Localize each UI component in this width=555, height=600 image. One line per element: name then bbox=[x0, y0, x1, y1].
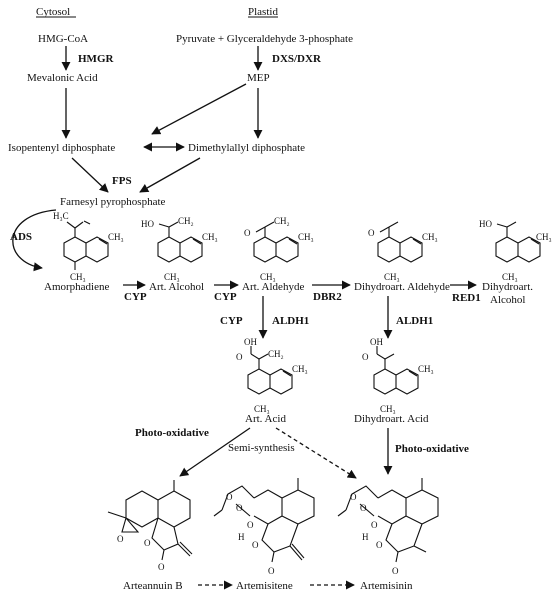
cyp-enzyme-3: CYP bbox=[220, 315, 243, 327]
art-aldehyde-structure: O CH₂ CH₃ CH₃ bbox=[244, 216, 314, 282]
svg-text:O: O bbox=[158, 562, 165, 572]
svg-text:CH₃: CH₃ bbox=[292, 364, 308, 374]
svg-text:H₃C: H₃C bbox=[53, 211, 69, 221]
svg-text:O: O bbox=[247, 520, 254, 530]
svg-text:CH₃: CH₃ bbox=[108, 232, 124, 242]
svg-text:CH₃: CH₃ bbox=[202, 232, 218, 242]
svg-text:CH₃: CH₃ bbox=[384, 272, 400, 282]
dihydro-alcohol-label-2: Alcohol bbox=[490, 294, 525, 306]
cyp-enzyme-1: CYP bbox=[124, 291, 147, 303]
fpp-label: Farnesyl pyrophosphate bbox=[60, 196, 166, 208]
dihydro-aldehyde-structure: O CH₃ CH₃ bbox=[368, 221, 438, 282]
dihydro-aldehyde-label: Dihydroart. Aldehyde bbox=[354, 281, 450, 293]
arrow-mep-ipp bbox=[151, 83, 247, 135]
svg-text:O: O bbox=[144, 538, 151, 548]
photo-oxidative-right: Photo-oxidative bbox=[395, 443, 469, 455]
hmg-coa-label: HMG-CoA bbox=[38, 33, 88, 45]
svg-text:O: O bbox=[371, 520, 378, 530]
svg-text:O: O bbox=[362, 352, 369, 362]
svg-text:CH₃: CH₃ bbox=[380, 404, 396, 414]
svg-text:CH₃: CH₃ bbox=[502, 272, 518, 282]
svg-text:O: O bbox=[368, 228, 375, 238]
cyp-enzyme-2: CYP bbox=[214, 291, 237, 303]
svg-text:CH₃: CH₃ bbox=[260, 272, 276, 282]
svg-text:CH₂: CH₂ bbox=[268, 349, 284, 359]
svg-text:O: O bbox=[350, 492, 357, 502]
svg-text:O: O bbox=[117, 534, 124, 544]
svg-text:O: O bbox=[244, 228, 251, 238]
mevalonic-acid-label: Mevalonic Acid bbox=[27, 72, 98, 84]
svg-text:HO: HO bbox=[141, 219, 154, 229]
ipp-label: Isopentenyl diphosphate bbox=[8, 142, 115, 154]
semi-synthesis-label: Semi-synthesis bbox=[228, 442, 295, 454]
svg-text:CH₂: CH₂ bbox=[178, 216, 194, 226]
amorphadiene-label: Amorphadiene bbox=[44, 281, 109, 293]
svg-text:CH₃: CH₃ bbox=[254, 404, 270, 414]
svg-text:OH: OH bbox=[370, 337, 383, 347]
cytosol-header: Cytosol bbox=[36, 6, 70, 18]
arrow-ipp-fpp bbox=[71, 157, 109, 193]
arrow-acid-artemisinin-semi bbox=[275, 427, 357, 479]
photo-oxidative-left: Photo-oxidative bbox=[135, 427, 209, 439]
svg-text:O: O bbox=[392, 566, 399, 576]
pyruvate-g3p-label: Pyruvate + Glyceraldehyde 3-phosphate bbox=[176, 33, 353, 45]
hmgr-enzyme: HMGR bbox=[78, 53, 114, 65]
art-aldehyde-label: Art. Aldehyde bbox=[242, 281, 304, 293]
arrow-fpp-amorphadiene bbox=[12, 209, 57, 272]
artemisitene-structure: O O O O H O bbox=[213, 478, 315, 576]
svg-text:H: H bbox=[238, 532, 245, 542]
ads-enzyme: ADS bbox=[10, 231, 32, 243]
arrow-acid-arteannuin bbox=[179, 427, 251, 477]
svg-text:O: O bbox=[376, 540, 383, 550]
arteannuin-b-label: Arteannuin B bbox=[123, 580, 183, 592]
dihydro-alcohol-structure: HO CH₃ CH₃ bbox=[479, 219, 552, 282]
fps-enzyme: FPS bbox=[112, 175, 132, 187]
arrow-dmapp-fpp bbox=[139, 157, 201, 193]
amorphadiene-structure: H₃C CH₃ CH₃ bbox=[53, 211, 124, 282]
mep-label: MEP bbox=[247, 72, 270, 84]
dihydro-acid-label: Dihydroart. Acid bbox=[354, 413, 429, 425]
dmapp-label: Dimethylallyl diphosphate bbox=[188, 142, 305, 154]
svg-text:H: H bbox=[362, 532, 369, 542]
artemisinin-label: Artemisinin bbox=[360, 580, 413, 592]
svg-text:O: O bbox=[252, 540, 259, 550]
svg-text:HO: HO bbox=[479, 219, 492, 229]
svg-text:O: O bbox=[268, 566, 275, 576]
art-alcohol-label: Art. Alcohol bbox=[149, 281, 204, 293]
plastid-header: Plastid bbox=[248, 6, 278, 18]
svg-text:O: O bbox=[226, 492, 233, 502]
art-alcohol-structure: HO CH₂ CH₃ CH₃ bbox=[141, 216, 218, 282]
svg-text:CH₃: CH₃ bbox=[536, 232, 552, 242]
art-acid-structure: OH O CH₂ CH₃ CH₃ bbox=[236, 337, 308, 414]
artemisitene-label: Artemisitene bbox=[236, 580, 293, 592]
svg-text:CH₃: CH₃ bbox=[422, 232, 438, 242]
red1-enzyme: RED1 bbox=[452, 292, 481, 304]
aldh1-enzyme-a: ALDH1 bbox=[272, 315, 309, 327]
svg-text:CH₃: CH₃ bbox=[298, 232, 314, 242]
svg-text:O: O bbox=[236, 503, 243, 513]
dxs-dxr-enzyme: DXS/DXR bbox=[272, 53, 322, 65]
svg-text:O: O bbox=[360, 503, 367, 513]
svg-text:CH₃: CH₃ bbox=[70, 272, 86, 282]
artemisinin-structure: O O O O H O bbox=[337, 478, 439, 576]
dbr2-enzyme: DBR2 bbox=[313, 291, 342, 303]
aldh1-enzyme-b: ALDH1 bbox=[396, 315, 433, 327]
dihydro-alcohol-label-1: Dihydroart. bbox=[482, 281, 533, 293]
svg-text:OH: OH bbox=[244, 337, 257, 347]
svg-text:CH₃: CH₃ bbox=[418, 364, 434, 374]
arteannuin-b-structure: O O O bbox=[107, 480, 193, 572]
svg-text:CH₃: CH₃ bbox=[164, 272, 180, 282]
art-acid-label: Art. Acid bbox=[245, 413, 286, 425]
svg-text:O: O bbox=[236, 352, 243, 362]
dihydro-acid-structure: OH O CH₃ CH₃ bbox=[362, 337, 434, 414]
svg-text:CH₂: CH₂ bbox=[274, 216, 290, 226]
